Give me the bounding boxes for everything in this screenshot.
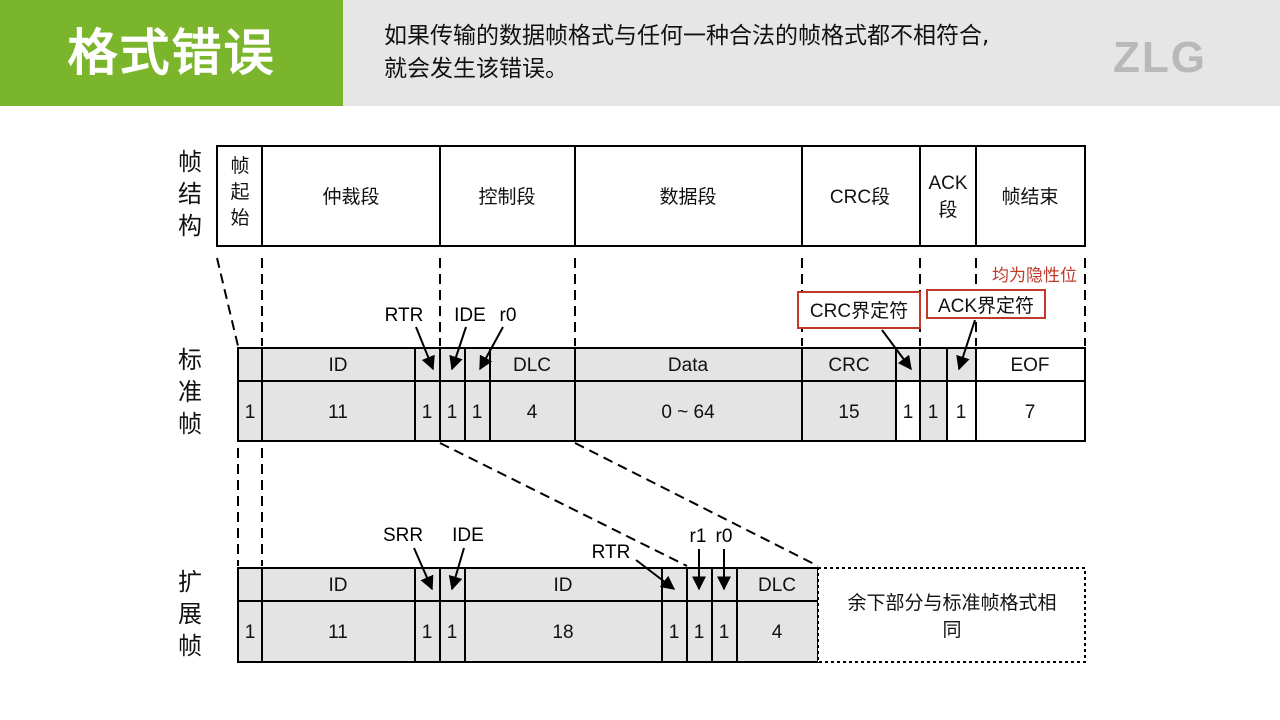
ext-rtr-label: RTR (592, 542, 631, 563)
ext-r0-bits: 1 (719, 622, 730, 643)
std-data-field: Data (668, 355, 709, 376)
remainder-box (817, 567, 1086, 663)
ext-r0-label: r0 (716, 526, 733, 547)
ext-r1-label: r1 (690, 526, 707, 547)
ack-delimiter-label: ACK界定符 (938, 295, 1034, 317)
data-segment-label: 数据段 (659, 186, 716, 208)
std-ack-bits: 1 (928, 402, 939, 423)
std-r0-arrow (479, 326, 504, 371)
std-ack-delimiter-bits: 1 (956, 402, 967, 423)
frame-structure-table: 帧 起 始 仲裁段 控制段 数据段 CRC段 ACK 段 帧结束 (216, 145, 1086, 247)
ext-sof-bits: 1 (245, 622, 256, 643)
svg-text:扩: 扩 (178, 569, 202, 596)
crc-delimiter-arrow (881, 329, 912, 371)
ack-segment-label-line2: 段 (938, 199, 957, 221)
ext-ide-arrow (448, 547, 465, 591)
standard-frame: RTR IDE r0 (237, 305, 1086, 442)
std-data-bits: 0 ~ 64 (661, 402, 715, 423)
svg-text:结: 结 (178, 181, 202, 208)
sof-char-2: 起 (230, 181, 249, 203)
remainder-text-line2: 同 (942, 620, 961, 641)
crc-delimiter-box (797, 291, 921, 329)
ext-id-base-bits: 11 (328, 622, 348, 643)
frame-guide-lines (237, 442, 819, 567)
description-line-2: 就会发生该错误。 (384, 56, 568, 82)
eof-segment-label: 帧结束 (1001, 186, 1058, 208)
ext-srr-label: SRR (383, 525, 423, 546)
header-bar: 格式错误 如果传输的数据帧格式与任何一种合法的帧格式都不相符合, 就会发生该错误… (0, 0, 1280, 106)
arbitration-segment-label: 仲裁段 (322, 186, 379, 208)
recessive-note: 均为隐性位 (992, 266, 1077, 285)
slide-description: 如果传输的数据帧格式与任何一种合法的帧格式都不相符合, 就会发生该错误。 (384, 20, 1104, 86)
ext-id-ext-field: ID (554, 575, 573, 596)
crc-delimiter-label: CRC界定符 (810, 300, 908, 322)
structure-guide-lines (216, 257, 1086, 347)
std-r0-bits: 1 (472, 402, 483, 423)
ext-id-ext-bits: 18 (552, 622, 573, 643)
logo-text: ZLG (1113, 33, 1207, 78)
std-ide-label: IDE (454, 305, 486, 326)
svg-text:标: 标 (178, 347, 202, 374)
ext-r1-bits: 1 (694, 622, 705, 643)
std-ide-bits: 1 (447, 402, 458, 423)
ack-segment-label-line1: ACK (928, 173, 967, 194)
std-eof-bits: 7 (1025, 402, 1036, 423)
description-line-1: 如果传输的数据帧格式与任何一种合法的帧格式都不相符合, (384, 23, 990, 49)
std-sof-bits: 1 (245, 402, 256, 423)
ack-delimiter-box (926, 289, 1046, 319)
slide-title: 格式错误 (0, 0, 343, 106)
zlg-logo: ZLG (1113, 33, 1207, 78)
crc-segment-label: CRC段 (830, 186, 890, 208)
std-rtr-bits: 1 (422, 402, 433, 423)
ext-dlc-bits: 4 (772, 622, 783, 643)
std-crc-delimiter-bits: 1 (903, 402, 914, 423)
ext-id-base-field: ID (329, 575, 348, 596)
ext-ide-bits: 1 (447, 622, 458, 643)
svg-text:展: 展 (178, 601, 202, 628)
svg-text:帧: 帧 (178, 411, 202, 438)
remainder-text-line1: 余下部分与标准帧格式相 (847, 592, 1056, 614)
ext-srr-arrow (413, 547, 434, 591)
extended-frame: SRR IDE RTR r1 r0 余下部分与标准帧格 (237, 525, 1086, 663)
std-r0-label: r0 (500, 305, 517, 326)
annotations: 均为隐性位 CRC界定符 ACK界定符 (797, 266, 1077, 329)
ext-rtr-arrow (635, 559, 676, 590)
std-dlc-bits: 4 (527, 402, 538, 423)
ack-delimiter-arrow (956, 319, 976, 371)
std-dlc-field: DLC (513, 355, 551, 376)
side-label-extended-frame: 扩 展 帧 (178, 569, 202, 660)
std-rtr-arrow (415, 326, 435, 371)
ext-dlc-field: DLC (758, 575, 796, 596)
std-crc-bits: 15 (838, 402, 859, 423)
ext-srr-bits: 1 (422, 622, 433, 643)
control-segment-label: 控制段 (478, 186, 535, 208)
sof-char-1: 帧 (230, 155, 249, 177)
side-label-standard-frame: 标 准 帧 (178, 347, 202, 438)
ext-ide-label: IDE (452, 525, 484, 546)
svg-text:准: 准 (178, 379, 202, 406)
std-id-bits: 11 (328, 402, 348, 423)
svg-text:构: 构 (178, 213, 202, 240)
sof-char-3: 始 (230, 207, 249, 229)
std-ide-arrow (449, 326, 467, 371)
svg-text:帧: 帧 (178, 633, 202, 660)
std-rtr-label: RTR (385, 305, 424, 326)
ext-rtr-bits: 1 (669, 622, 680, 643)
std-eof-field: EOF (1010, 355, 1049, 376)
std-id-field: ID (329, 355, 348, 376)
std-crc-field: CRC (828, 355, 869, 376)
svg-text:帧: 帧 (178, 149, 202, 176)
side-label-frame-structure: 帧 结 构 (178, 149, 202, 240)
